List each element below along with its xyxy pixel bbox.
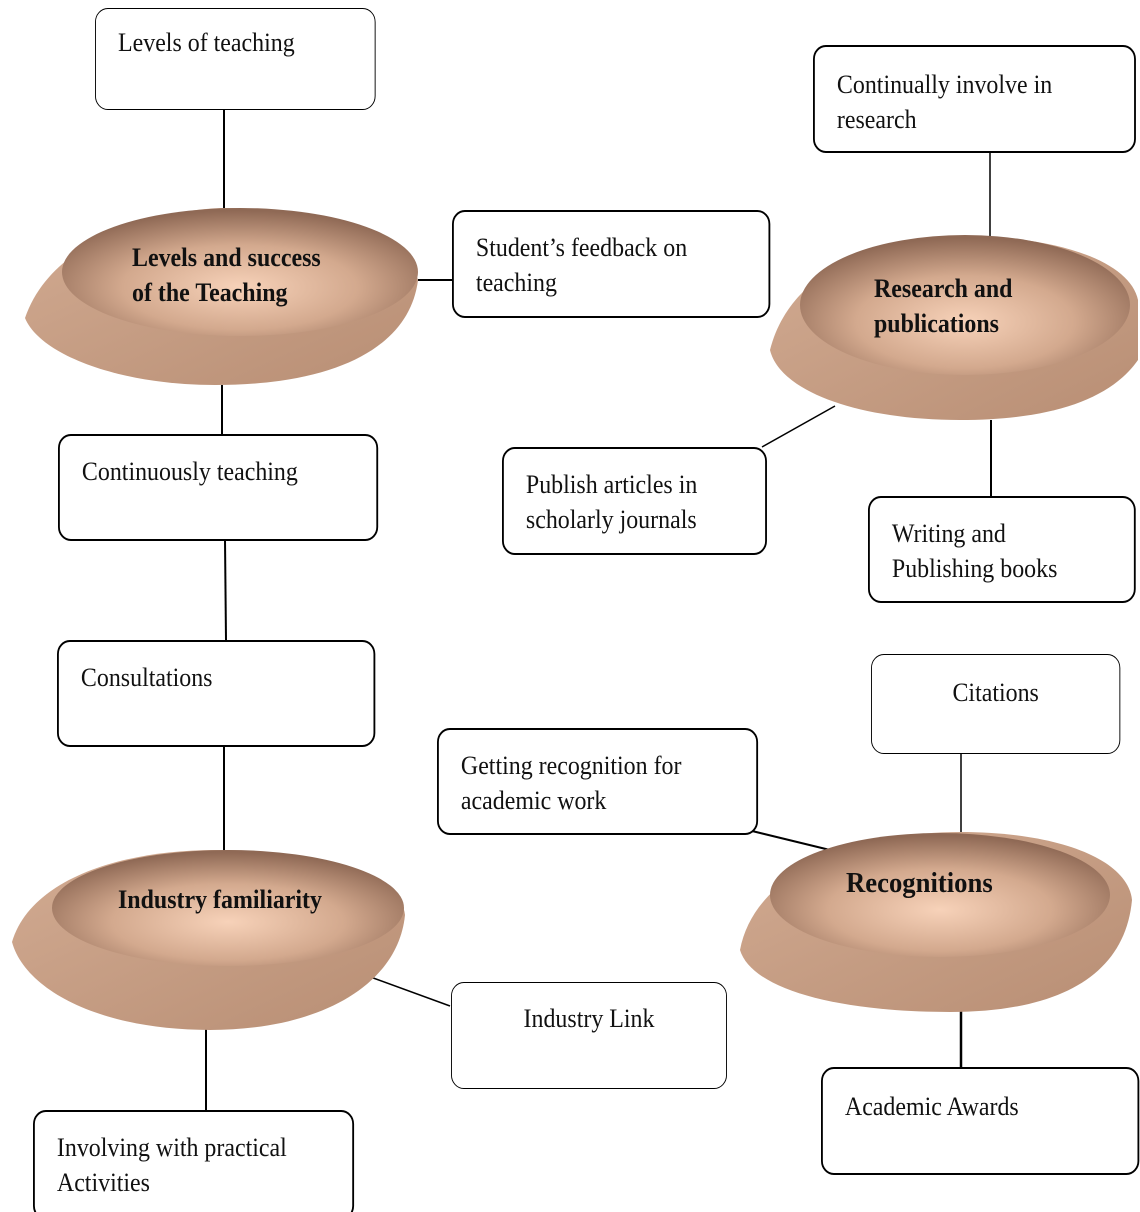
hub-teaching-shape [25, 208, 418, 385]
hub-recognitions-label: Recognitions [846, 867, 993, 899]
box-continuously-teaching: Continuously teaching [58, 434, 379, 541]
box-student-feedback: Student’s feedback on teaching [452, 210, 771, 318]
box-citations: Citations [871, 654, 1121, 754]
hub-teaching-label: Levels and success of the Teaching [132, 243, 321, 307]
box-practical-activities: Involving with practical Activities [33, 1110, 355, 1212]
hub-recognitions-shape [740, 832, 1132, 1012]
box-getting-recognition: Getting recognition for academic work [437, 728, 759, 835]
line-continuous-consult [224, 539, 227, 641]
box-publish-articles: Publish articles in scholarly journals [502, 447, 767, 555]
box-industry-link: Industry Link [451, 982, 727, 1089]
line-industry-link [364, 974, 451, 1007]
box-writing-books: Writing and Publishing books [868, 496, 1136, 603]
hub-research-shape [770, 235, 1138, 420]
line-recognition-getting [747, 829, 831, 851]
box-levels-of-teaching: Levels of teaching [95, 8, 376, 110]
connectors [205, 110, 992, 1110]
hub-research-label: Research and publications [874, 274, 1013, 338]
box-consultations: Consultations [57, 640, 376, 747]
box-continually-research: Continually involve in research [813, 45, 1136, 153]
line-research-articles [761, 405, 836, 448]
hub-industry-label: Industry familiarity [118, 885, 322, 914]
hub-industry-shape [12, 850, 405, 1030]
box-academic-awards: Academic Awards [821, 1067, 1140, 1175]
